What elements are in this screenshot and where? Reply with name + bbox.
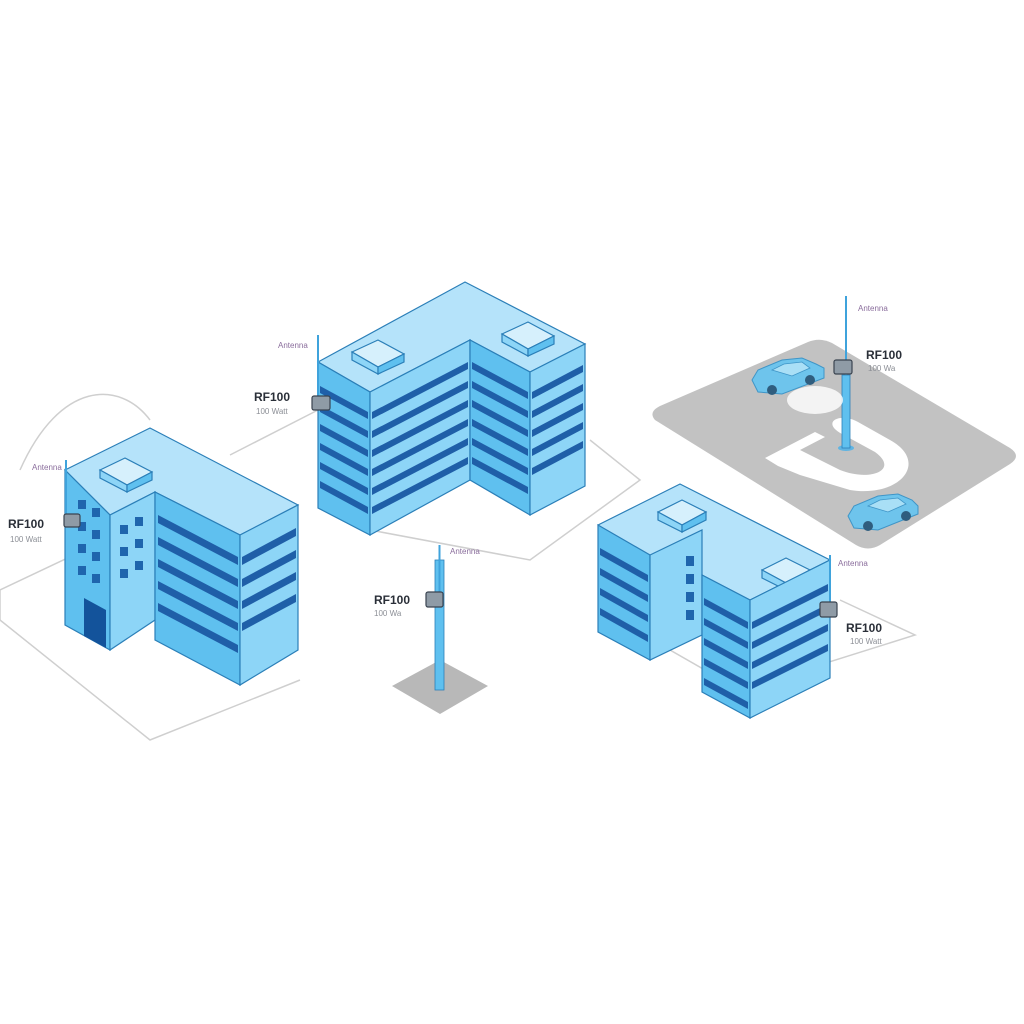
antenna-label: Antenna bbox=[450, 547, 480, 556]
power-label: 100 Wa bbox=[374, 609, 402, 618]
label-left-building: Antenna RF100 100 Watt bbox=[8, 463, 62, 544]
building-right bbox=[597, 483, 838, 720]
antenna-label: Antenna bbox=[32, 463, 62, 472]
model-label: RF100 bbox=[866, 348, 902, 362]
windows bbox=[78, 500, 143, 583]
power-label: 100 Watt bbox=[10, 535, 42, 544]
mast-glow bbox=[787, 386, 843, 414]
rooftop-unit-icon bbox=[350, 339, 406, 376]
rf-device-icon bbox=[819, 601, 838, 618]
antenna-label: Antenna bbox=[838, 559, 868, 568]
parking-surface bbox=[652, 339, 1016, 549]
label-center-building: Antenna RF100 100 Watt bbox=[254, 341, 308, 416]
car-icon bbox=[751, 357, 825, 395]
model-label: RF100 bbox=[374, 593, 410, 607]
rf-device-icon bbox=[833, 359, 853, 375]
power-label: 100 Wa bbox=[868, 364, 896, 373]
building-left bbox=[63, 427, 300, 687]
rf-device-icon bbox=[425, 591, 444, 608]
power-label: 100 Watt bbox=[256, 407, 288, 416]
label-mast: Antenna RF100 100 Wa bbox=[374, 547, 480, 618]
power-label: 100 Watt bbox=[850, 637, 882, 646]
window-bands bbox=[320, 362, 583, 514]
label-right-building: Antenna RF100 100 Watt bbox=[838, 559, 882, 646]
antenna-label: Antenna bbox=[858, 304, 888, 313]
parking-mast bbox=[833, 296, 854, 451]
ground-plot-left-curve bbox=[19, 393, 151, 471]
antenna-label: Antenna bbox=[278, 341, 308, 350]
rooftop-unit-icon bbox=[656, 499, 708, 533]
parking-p-marking bbox=[765, 417, 909, 492]
windows bbox=[686, 556, 694, 620]
ground-plot-center bbox=[229, 409, 642, 561]
rf-device-icon bbox=[63, 513, 81, 528]
standalone-mast bbox=[392, 545, 488, 714]
label-parking: Antenna RF100 100 Wa bbox=[858, 304, 902, 373]
rooftop-unit-icon bbox=[98, 457, 154, 493]
rooftop-unit-icon bbox=[500, 321, 556, 358]
parking-lot: P bbox=[652, 296, 1016, 549]
building-center bbox=[311, 281, 587, 537]
door bbox=[84, 598, 106, 648]
window-bands bbox=[158, 515, 296, 653]
model-label: RF100 bbox=[846, 621, 882, 635]
model-label: RF100 bbox=[254, 390, 290, 404]
window-bands bbox=[600, 548, 828, 709]
model-label: RF100 bbox=[8, 517, 44, 531]
car-icon bbox=[847, 493, 919, 531]
rf-device-icon bbox=[311, 395, 331, 411]
